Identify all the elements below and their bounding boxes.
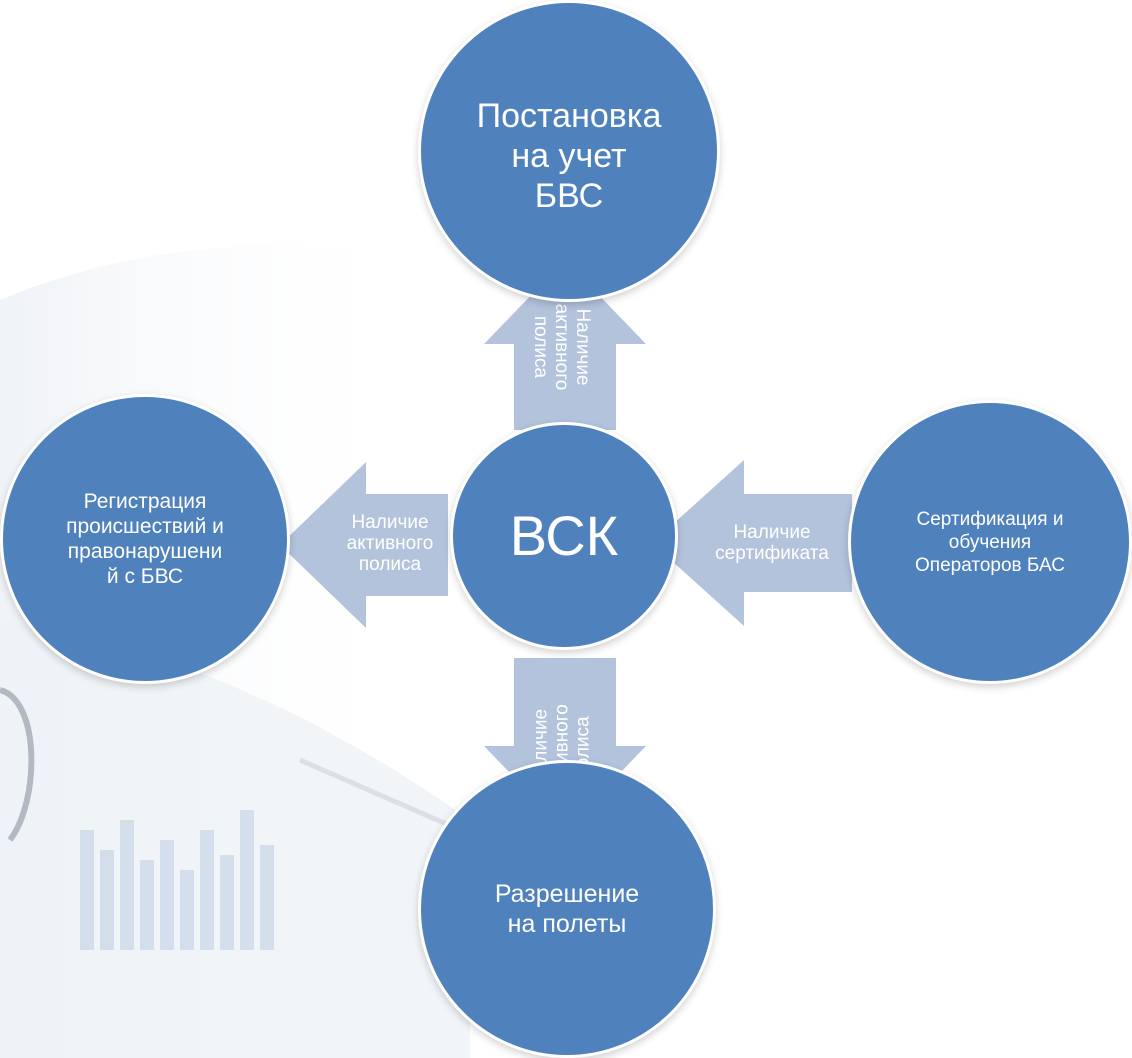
node-center-label: ВСК xyxy=(509,504,619,567)
node-left: Регистрация происшествий и правонарушени… xyxy=(0,394,290,684)
arrow-up-label: Наличие активного полиса xyxy=(530,303,593,391)
arrow-left: Наличие активного полиса xyxy=(280,462,448,628)
node-bottom-label: Разрешение на полеты xyxy=(494,880,640,938)
node-bottom: Разрешение на полеты xyxy=(418,760,716,1058)
arrow-up-shape xyxy=(484,260,646,430)
node-left-label: Регистрация происшествий и правонарушени… xyxy=(66,490,224,588)
arrow-left-right: Наличие сертификата xyxy=(652,460,852,626)
node-top: Постановка на учет БВС xyxy=(418,0,720,302)
node-center: ВСК xyxy=(450,422,678,650)
node-right-label: Сертификация и обучения Операторов БАС xyxy=(915,508,1065,576)
arrow-right-label: Наличие сертификата xyxy=(715,522,829,564)
arrow-right-shape xyxy=(652,460,852,626)
arrow-left-shape xyxy=(280,462,448,628)
node-right: Сертификация и обучения Операторов БАС xyxy=(848,400,1132,684)
arrow-up: Наличие активного полиса xyxy=(484,260,646,430)
arrow-left-label: Наличие активного полиса xyxy=(346,512,434,575)
node-top-label: Постановка на учет БВС xyxy=(476,97,662,215)
